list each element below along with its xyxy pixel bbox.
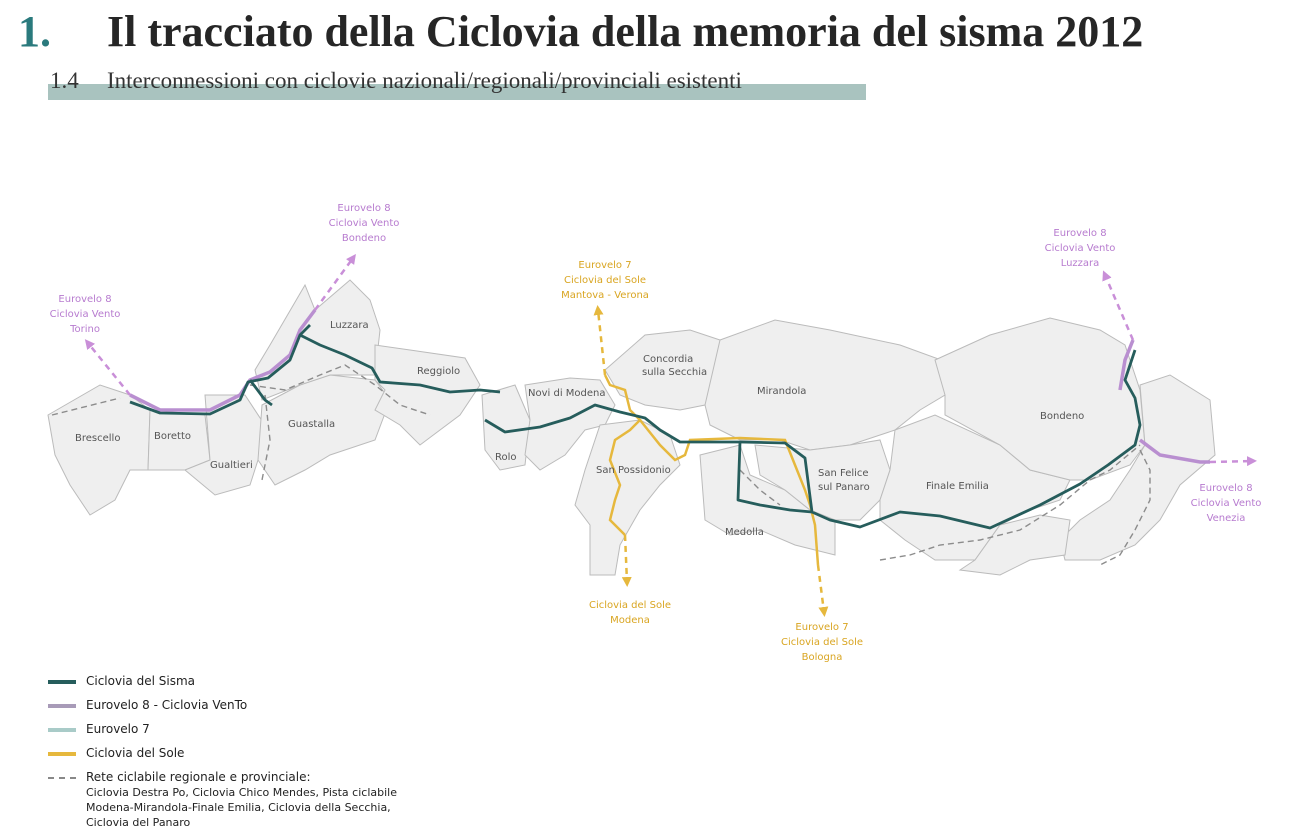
area-finale-south [958,514,1071,576]
area-rolo [481,384,531,471]
legend-label-regional: Rete ciclabile regionale e provinciale: [86,770,311,784]
area-san-felice [754,439,891,521]
area-brescello [47,384,151,516]
legend-label-vento: Eurovelo 8 - Ciclovia VenTo [86,698,248,712]
label-rolo: Rolo [495,452,517,463]
label-venezia-1: Eurovelo 8 [1199,483,1252,494]
label-bondeno-conn-3: Bondeno [342,233,386,244]
label-modena-1: Ciclovia del Sole [589,600,671,611]
label-concordia-2: sulla Secchia [642,367,707,378]
label-finale: Finale Emilia [926,481,989,492]
label-boretto: Boretto [154,431,191,442]
label-novi: Novi di Modena [528,388,606,399]
legend-swatch-vento [48,704,76,708]
label-gualtieri: Gualtieri [210,460,253,471]
subsection-number: 1.4 [50,68,79,93]
subtitle-highlight [48,84,866,100]
area-novi [524,377,616,471]
label-reggiolo: Reggiolo [417,366,460,377]
label-bondeno-conn-1: Eurovelo 8 [337,203,390,214]
label-luzzara-conn-2: Ciclovia Vento [1045,243,1116,254]
page-title: Il tracciato della Ciclovia della memori… [107,7,1144,56]
legend-label-sisma: Ciclovia del Sisma [86,674,195,688]
legend-note: Ciclovia Destra Po, Ciclovia Chico Mende… [86,785,397,830]
label-san-felice-1: San Felice [818,468,869,479]
label-mantova-2: Ciclovia del Sole [564,275,646,286]
section-number: 1. [18,7,51,56]
label-torino-2: Ciclovia Vento [50,309,121,320]
legend-note-line-3: Ciclovia del Panaro [86,816,191,829]
legend-note-line-1: Ciclovia Destra Po, Ciclovia Chico Mende… [86,786,397,799]
label-modena-2: Modena [610,615,650,626]
municipality-areas [47,279,1216,576]
vento-dashed-extensions [84,253,1257,467]
legend-swatch-sisma [48,680,76,684]
route-map: Brescello Boretto Gualtieri Guastalla Lu… [47,203,1262,663]
legend-swatch-eurovelo7 [48,728,76,732]
label-torino-3: Torino [69,324,100,335]
legend-label-eurovelo7: Eurovelo 7 [86,722,150,736]
label-luzzara-conn-3: Luzzara [1061,258,1100,269]
label-torino-1: Eurovelo 8 [58,294,111,305]
label-bologna-1: Eurovelo 7 [795,622,848,633]
label-san-felice-2: sul Panaro [818,482,870,493]
label-venezia-2: Ciclovia Vento [1191,498,1262,509]
label-mantova-1: Eurovelo 7 [578,260,631,271]
label-medolla: Medolla [725,527,764,538]
regional-network [51,364,1151,566]
label-concordia-1: Concordia [643,354,693,365]
label-mirandola: Mirandola [757,386,806,397]
legend-label-sole: Ciclovia del Sole [86,746,185,760]
label-bondeno-conn-2: Ciclovia Vento [329,218,400,229]
legend-note-line-2: Modena-Mirandola-Finale Emilia, Ciclovia… [86,801,391,814]
label-brescello: Brescello [75,433,120,444]
area-san-possidonio [574,419,681,576]
area-medolla [699,444,836,556]
sisma-route [129,324,1142,530]
area-bondeno [934,317,1146,481]
label-venezia-3: Venezia [1207,513,1246,524]
area-gualtieri [184,394,269,496]
label-luzzara: Luzzara [330,320,369,331]
legend-swatch-sole [48,752,76,756]
subsection-title: Interconnessioni con ciclovie nazionali/… [107,68,742,93]
area-bondeno-east [1059,374,1216,561]
label-bologna-3: Bologna [802,652,843,663]
area-reggiolo [374,344,481,446]
label-guastalla: Guastalla [288,419,335,430]
town-labels: Brescello Boretto Gualtieri Guastalla Lu… [75,320,1084,538]
sole-dashed-extensions [593,305,829,617]
connection-labels: Eurovelo 8 Ciclovia Vento Torino Eurovel… [50,203,1262,663]
legend-swatch-regional [48,777,76,779]
label-san-possidonio: San Possidonio [596,465,671,476]
label-bologna-2: Ciclovia del Sole [781,637,863,648]
label-bondeno: Bondeno [1040,411,1084,422]
label-mantova-3: Mantova - Verona [561,290,649,301]
label-luzzara-conn-1: Eurovelo 8 [1053,228,1106,239]
